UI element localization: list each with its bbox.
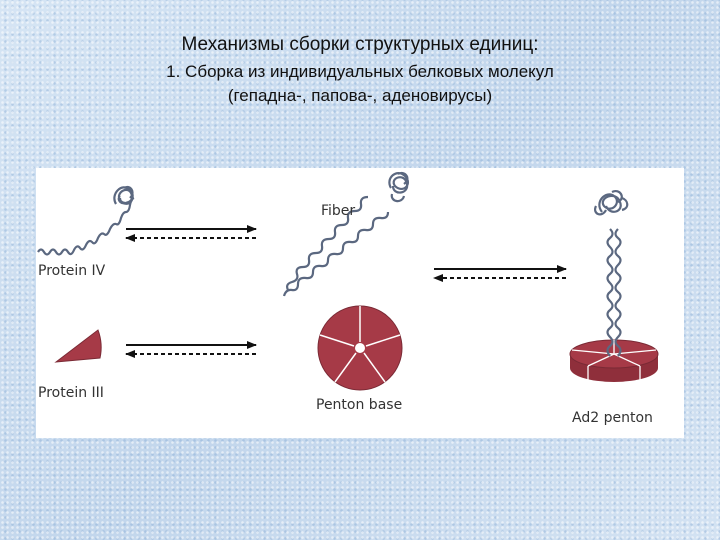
slide-title: Механизмы сборки структурных единиц: bbox=[181, 34, 539, 55]
penton-base-disk bbox=[317, 305, 403, 391]
fiber-molecule bbox=[282, 171, 410, 297]
fiber-label: Fiber bbox=[321, 203, 355, 219]
protein-iv-label: Protein IV bbox=[38, 263, 106, 279]
equilibrium-arrows-top-left bbox=[125, 225, 257, 242]
ad2-penton-label: Ad2 penton bbox=[572, 410, 653, 426]
ad2-penton-complex bbox=[569, 190, 659, 382]
equilibrium-arrows-bottom-left bbox=[125, 341, 257, 358]
assembly-diagram: Protein IV Protein III Fiber bbox=[36, 168, 684, 438]
penton-base-label: Penton base bbox=[316, 397, 402, 413]
slide-subtitle-examples: (гепадна-, папова-, аденовирусы) bbox=[227, 86, 493, 105]
slide-subtitle: 1. Сборка из индивидуальных белковых мол… bbox=[166, 62, 554, 81]
protein-iv-molecule bbox=[37, 185, 135, 256]
assembly-diagram-svg: Protein IV Protein III Fiber bbox=[37, 171, 659, 426]
equilibrium-arrows-right bbox=[433, 265, 567, 282]
protein-iii-wedge bbox=[54, 329, 102, 363]
protein-iii-label: Protein III bbox=[38, 385, 104, 401]
